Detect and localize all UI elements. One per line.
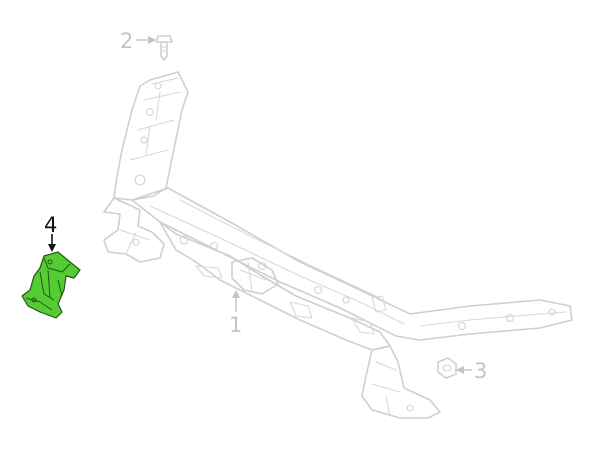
highlighted-bracket-part-4[interactable] (21, 251, 81, 319)
callout-label-4[interactable]: 4 (44, 213, 57, 237)
callout-arrow-3 (456, 366, 472, 374)
callout-arrow-1 (232, 290, 240, 312)
radiator-support-frame[interactable] (103, 71, 573, 419)
callout-label-1[interactable]: 1 (229, 313, 242, 337)
callout-label-2[interactable]: 2 (120, 29, 133, 53)
callout-label-3[interactable]: 3 (474, 359, 487, 383)
bolt-part-2[interactable] (155, 35, 173, 61)
callout-arrow-4 (48, 234, 56, 252)
nut-part-3[interactable] (437, 357, 457, 379)
callout-arrow-2 (136, 36, 156, 44)
